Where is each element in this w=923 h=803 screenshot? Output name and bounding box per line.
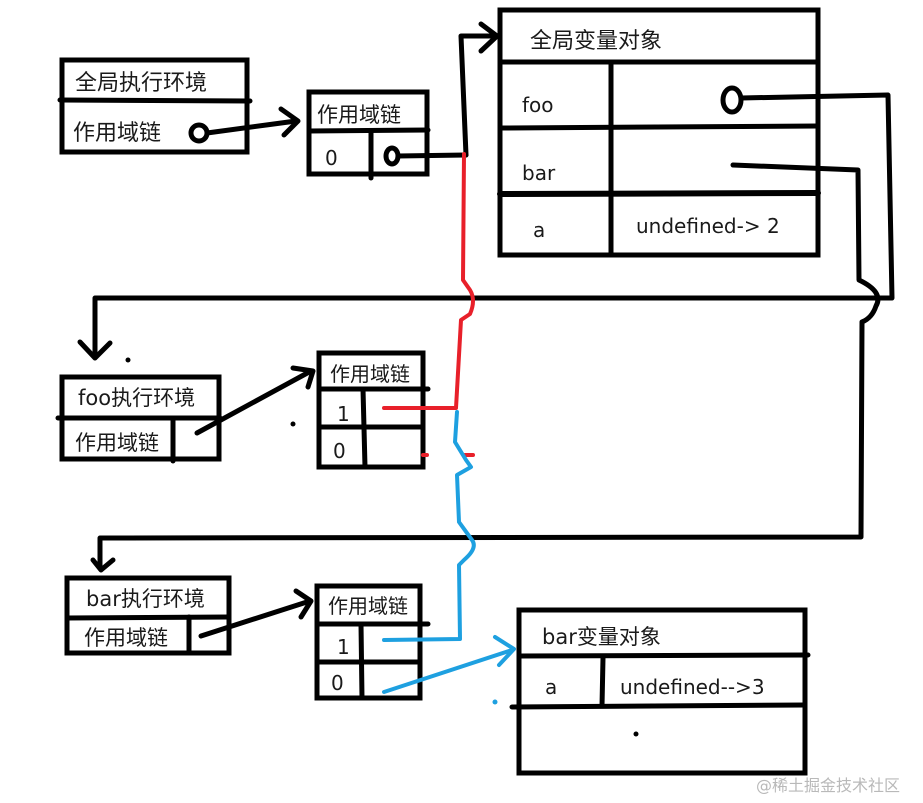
global-vo-row-value: undefined-> 2 [636,214,780,238]
bar-scope-chain-index-1: 1 [337,635,350,659]
bar-ec-scope-chain-label: 作用域链 [84,626,168,650]
global-variable-object: 全局变量对象 foo bar a undefined-> 2 [497,7,821,258]
bar-ec-title: bar执行环境 [86,587,205,611]
foo-scope-chain-index-1: 1 [337,402,350,426]
watermark: @稀土掘金技术社区 [756,776,900,795]
arrow-global-ec-to-scope-chain [204,106,301,138]
bar-vo-title: bar变量对象 [542,625,661,649]
link-foo-to-foo-ec [77,92,895,363]
arrow-foo-ec-to-scope-chain [194,365,316,436]
arrow-bar-ec-to-scope-chain [198,588,314,639]
foo-scope-chain-link [382,152,475,457]
global-ec-box [59,57,250,155]
global-scope-chain-title: 作用域链 [317,103,401,127]
arrow-head-icon [293,588,314,620]
foo-ec-scope-chain-label: 作用域链 [75,431,159,455]
bar-scope-chain-link [382,410,516,705]
global-vo-title: 全局变量对象 [530,29,662,54]
bar-vo-row-value: undefined-->3 [620,675,765,699]
global-vo-row-name: a [533,218,545,242]
arrow-head-icon [77,339,113,361]
global-scope-chain: 作用域链 0 [306,89,469,181]
global-ec-scope-chain-label: 作用域链 [73,121,161,146]
global-scope-chain-index-0: 0 [325,146,338,170]
foo-scope-chain-index-0: 0 [333,439,346,463]
foo-execution-context: foo执行环境 作用域链 [55,374,223,464]
foo-ec-title: foo执行环境 [78,386,195,410]
global-ec-title: 全局执行环境 [75,71,207,96]
global-ec-divider [57,97,253,104]
arrow-head-icon [478,21,500,54]
bar-scope-chain-index-0: 0 [331,671,344,695]
global-execution-context: 全局执行环境 作用域链 [57,57,253,155]
arrow-head-icon [493,635,516,667]
bar-variable-object: bar变量对象 a undefined-->3 [509,607,811,776]
bar-scope-chain-title: 作用域链 [328,594,408,618]
bar-execution-context: bar执行环境 作用域链 [64,575,232,656]
arrow-head-icon [278,106,301,138]
bar-scope-chain-box [314,583,423,701]
link-bar-to-bar-ec [90,162,881,573]
global-vo-row-name: foo [522,93,554,117]
foo-scope-chain-title: 作用域链 [330,362,410,386]
global-vo-box [497,7,821,258]
bar-scope-chain: 作用域链 1 0 [314,583,431,701]
bar-vo-row-name: a [545,675,557,699]
arrow-head-icon [90,557,116,573]
arrow-scope-to-global-vo [458,21,500,158]
global-vo-row-name: bar [522,161,556,185]
bar-vo-box [516,607,808,776]
arrow-head-icon [290,365,316,390]
